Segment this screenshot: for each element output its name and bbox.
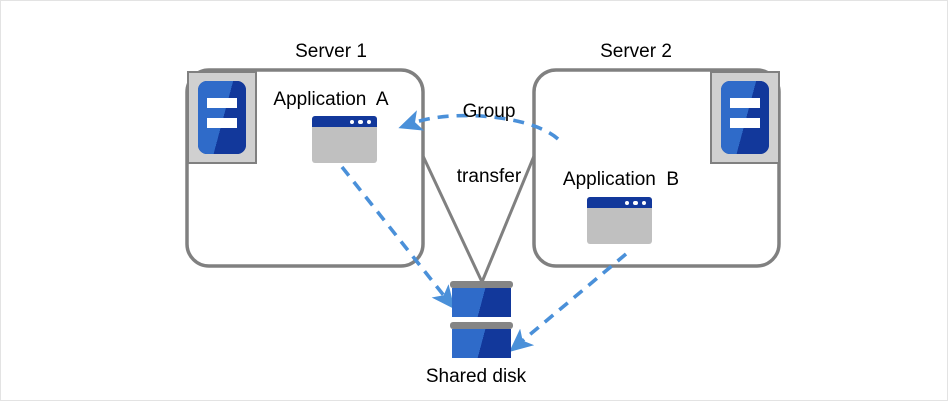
window-dot-icon bbox=[624, 200, 629, 205]
application-window-icon bbox=[312, 116, 377, 163]
server-icon-sheen bbox=[721, 81, 769, 154]
window-dot-icon bbox=[641, 200, 646, 205]
server-icon-card bbox=[198, 81, 246, 154]
window-dot-icon bbox=[358, 119, 363, 124]
server2-label: Server 2 bbox=[600, 41, 672, 62]
application-window-titlebar bbox=[312, 116, 377, 127]
disk-platter-sheen bbox=[452, 329, 511, 358]
window-dot-icon bbox=[633, 200, 638, 205]
group-transfer-arrow bbox=[398, 110, 560, 141]
application-b-label: Application B bbox=[562, 169, 680, 190]
server-icon bbox=[187, 71, 257, 164]
server1-box bbox=[185, 68, 425, 268]
disk-platter-sheen bbox=[452, 288, 511, 317]
app-a-to-disk-access bbox=[340, 165, 455, 310]
server-icon-sheen bbox=[198, 81, 246, 154]
server-icon-bar-top bbox=[207, 98, 237, 108]
app-b-to-disk-access bbox=[509, 252, 628, 352]
disk-platter-bar bbox=[450, 281, 513, 288]
group-transfer-label-line1: Group bbox=[462, 100, 516, 122]
disk-platter-body bbox=[452, 288, 511, 317]
shared-disk-label: Shared disk bbox=[425, 366, 527, 387]
group-transfer-label: Group transfer bbox=[425, 57, 553, 232]
server-icon-bar-bottom bbox=[207, 118, 237, 128]
server-icon-bar-bottom bbox=[730, 118, 760, 128]
server2-box bbox=[532, 68, 781, 268]
server2-to-disk-link bbox=[480, 155, 536, 283]
disk-stack-icon bbox=[450, 281, 513, 359]
window-dot-icon bbox=[366, 119, 371, 124]
window-dot-icon bbox=[349, 119, 354, 124]
server1-to-disk-link bbox=[421, 155, 484, 283]
server-icon bbox=[710, 71, 780, 164]
application-a-label: Application A bbox=[273, 89, 389, 110]
disk-platter-body bbox=[452, 329, 511, 358]
server-icon-card bbox=[721, 81, 769, 154]
server-icon-bar-top bbox=[730, 98, 760, 108]
disk-platter-bar bbox=[450, 322, 513, 329]
server1-label: Server 1 bbox=[295, 41, 367, 62]
group-transfer-label-line2: transfer bbox=[456, 166, 522, 188]
application-window-icon bbox=[587, 197, 652, 244]
application-window-titlebar bbox=[587, 197, 652, 208]
